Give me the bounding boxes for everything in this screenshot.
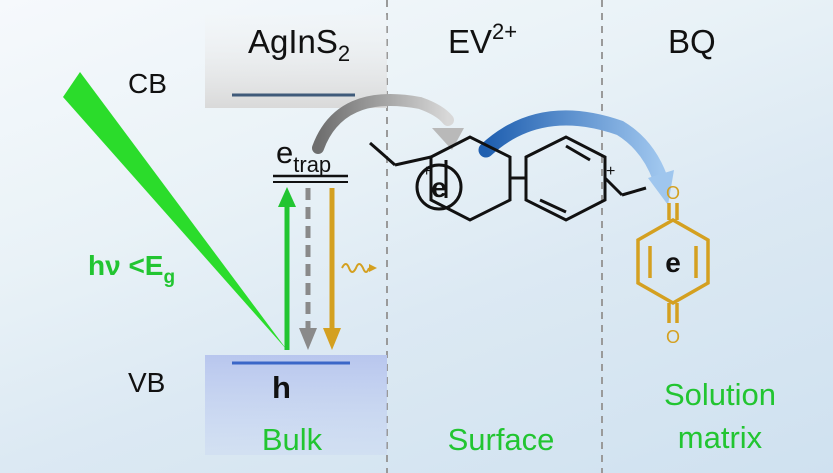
excitation-sub: g bbox=[163, 267, 175, 288]
acceptor1-title: EV2+ bbox=[448, 19, 517, 60]
electron-transfer-arrow-icon bbox=[478, 110, 674, 205]
benzoquinone-molecule bbox=[636, 203, 710, 323]
material-title-base: AgInS bbox=[248, 23, 338, 60]
region-solution-line2: matrix bbox=[678, 420, 763, 455]
viologen-nplus-right: + bbox=[606, 163, 615, 180]
acceptor2-title: BQ bbox=[668, 23, 716, 60]
viologen-nplus-left: + bbox=[422, 163, 431, 180]
benzoquinone-oxygen-top: O bbox=[666, 183, 680, 203]
trap-base: e bbox=[276, 135, 293, 170]
up-arrow-icon bbox=[278, 187, 296, 350]
benzoquinone-oxygen-bottom: O bbox=[666, 327, 680, 347]
excitation-label: hν <Eg bbox=[88, 250, 175, 288]
emission-arrow-icon bbox=[323, 188, 341, 350]
wavy-arrow-icon bbox=[341, 263, 377, 273]
light-beam bbox=[63, 72, 287, 350]
viologen-ring-right bbox=[524, 135, 607, 222]
benzoquinone-electron-label: e bbox=[665, 247, 681, 278]
valence-band-box bbox=[205, 355, 387, 455]
acceptor1-title-sup: 2+ bbox=[492, 19, 517, 44]
curved-arrow-icon bbox=[312, 94, 464, 154]
excitation-prefix: hν <E bbox=[88, 250, 163, 281]
material-title-sub: 2 bbox=[338, 41, 350, 66]
conduction-band-box bbox=[205, 15, 387, 108]
region-bulk: Bulk bbox=[262, 422, 323, 457]
region-solution-line1: Solution bbox=[664, 377, 776, 412]
viologen-electron-circle bbox=[415, 163, 463, 211]
acceptor1-title-base: EV bbox=[448, 23, 492, 60]
down-arrow-icon bbox=[299, 188, 317, 350]
trap-sub: trap bbox=[293, 152, 331, 177]
viologen-molecule bbox=[369, 135, 647, 222]
viologen-electron-label: e bbox=[431, 172, 447, 203]
material-title: AgInS2 bbox=[248, 23, 350, 66]
trap-label: etrap bbox=[276, 135, 331, 177]
cb-label: CB bbox=[128, 68, 167, 99]
viologen-ring-left bbox=[429, 135, 512, 222]
benzoquinone-ring bbox=[636, 217, 710, 306]
region-surface: Surface bbox=[448, 422, 555, 457]
hole-label: h bbox=[272, 370, 291, 405]
vb-label: VB bbox=[128, 367, 165, 398]
